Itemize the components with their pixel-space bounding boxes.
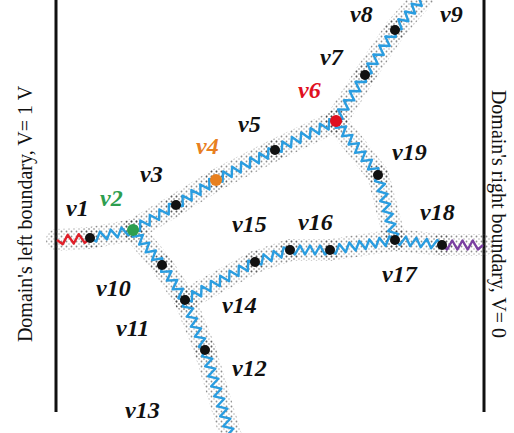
node-voltage-label: v4 bbox=[196, 134, 219, 158]
junction-dot bbox=[285, 245, 295, 255]
resistor-symbol bbox=[202, 350, 233, 433]
resistor-symbol bbox=[442, 241, 483, 250]
stipple-band bbox=[336, 75, 365, 121]
node-voltage-label: v3 bbox=[140, 162, 163, 186]
resistor-symbol bbox=[365, 30, 396, 75]
resistor-symbol bbox=[255, 247, 290, 264]
node-voltage-label: v9 bbox=[440, 2, 463, 26]
junction-dot bbox=[127, 224, 139, 236]
junction-dot bbox=[180, 295, 190, 305]
node-voltage-label: v5 bbox=[238, 112, 261, 136]
node-voltage-label: v8 bbox=[350, 2, 373, 26]
resistor-symbol bbox=[395, 237, 442, 249]
junction-dots bbox=[85, 25, 447, 355]
junction-dot bbox=[325, 245, 335, 255]
resistor-symbol bbox=[336, 121, 379, 175]
junction-dot bbox=[85, 233, 95, 243]
stipple-band bbox=[395, 0, 425, 30]
junction-dot bbox=[330, 115, 342, 127]
resistor-symbol bbox=[275, 119, 336, 152]
resistor-symbol bbox=[375, 175, 398, 240]
resistor-chain bbox=[57, 0, 483, 433]
node-voltage-label: v14 bbox=[222, 293, 257, 317]
node-voltage-label: v2 bbox=[100, 186, 123, 210]
resistor-symbol bbox=[216, 148, 275, 181]
junction-dot bbox=[250, 257, 260, 267]
resistor-symbol bbox=[57, 234, 90, 244]
node-voltage-label: v19 bbox=[392, 140, 427, 164]
resistor-symbol bbox=[133, 230, 162, 265]
resistor-symbol bbox=[290, 246, 330, 255]
node-voltage-label: v16 bbox=[298, 210, 333, 234]
resistor-symbol bbox=[133, 204, 176, 231]
stipple-band bbox=[133, 230, 162, 265]
stipple-band bbox=[442, 234, 483, 256]
node-voltage-label: v15 bbox=[232, 212, 267, 236]
junction-dot bbox=[437, 240, 447, 250]
junction-dot bbox=[373, 170, 383, 180]
resistor-symbol bbox=[330, 236, 395, 253]
junction-dot bbox=[200, 345, 210, 355]
left-boundary bbox=[55, 0, 58, 412]
junction-dot bbox=[171, 200, 181, 210]
resistor-symbol bbox=[90, 228, 133, 242]
node-voltage-label: v1 bbox=[66, 196, 89, 220]
resistor-symbol bbox=[395, 0, 425, 30]
node-voltage-label: v7 bbox=[320, 45, 343, 69]
node-voltage-label: v10 bbox=[96, 276, 131, 300]
junction-dot bbox=[360, 70, 370, 80]
boundary-label: Domain's right boundary, V= 0 bbox=[489, 90, 509, 338]
junction-dot bbox=[390, 235, 400, 245]
node-voltage-label: v13 bbox=[125, 398, 160, 422]
resistor-symbol bbox=[336, 75, 366, 121]
junction-dot bbox=[390, 25, 400, 35]
right-boundary bbox=[483, 0, 486, 412]
resistor-symbol bbox=[161, 265, 185, 300]
resistor-symbol bbox=[183, 300, 205, 350]
junction-dot bbox=[210, 174, 222, 186]
junction-dot bbox=[157, 260, 167, 270]
node-voltage-label: v6 bbox=[298, 78, 321, 102]
node-voltage-label: v11 bbox=[116, 316, 149, 340]
stipple-band bbox=[57, 0, 483, 433]
junction-dot bbox=[270, 145, 280, 155]
resistor-symbol bbox=[176, 179, 216, 206]
boundary-label: Domain's left boundary, V= 1 V bbox=[15, 86, 35, 342]
node-voltage-label: v17 bbox=[382, 262, 417, 286]
stipple-band bbox=[365, 30, 395, 75]
node-voltage-label: v18 bbox=[420, 200, 455, 224]
node-voltage-label: v12 bbox=[232, 356, 267, 380]
